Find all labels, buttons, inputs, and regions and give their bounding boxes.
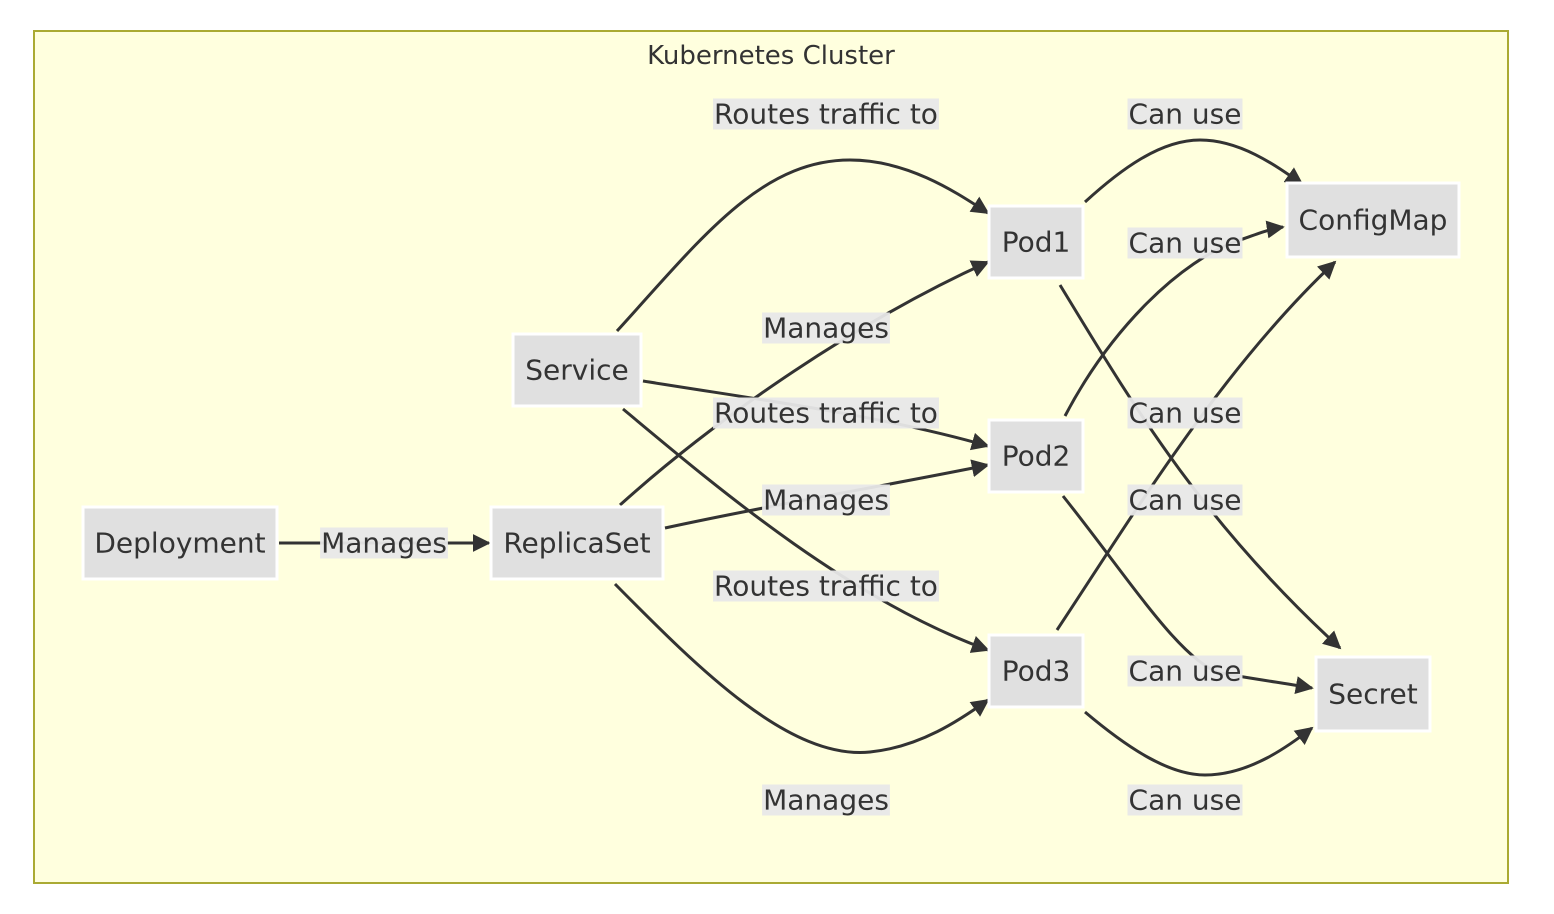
node-box-secret <box>1314 655 1432 733</box>
svg-text:Can use: Can use <box>1129 227 1242 260</box>
svg-text:Routes traffic to: Routes traffic to <box>714 98 938 131</box>
node-replicaset[interactable]: ReplicaSet <box>489 505 665 581</box>
node-label-pod3: Pod3 <box>1002 655 1071 688</box>
node-box-deployment <box>81 505 279 581</box>
edge-service-to-pod1 <box>615 158 990 333</box>
edge-label-pod2-to-secret: Can use <box>1127 655 1243 688</box>
svg-text:Can use: Can use <box>1129 98 1242 131</box>
edge-label-service-to-pod2: Routes traffic to <box>713 397 939 430</box>
edge-pod3-to-secret <box>1084 710 1314 777</box>
node-label-secret: Secret <box>1328 678 1418 711</box>
edge-label-replicaset-to-pod1: Manages <box>762 312 890 345</box>
svg-text:Manages: Manages <box>763 312 889 345</box>
node-label-pod1: Pod1 <box>1002 226 1071 259</box>
node-box-replicaset <box>489 505 665 581</box>
node-label-service: Service <box>525 354 628 387</box>
edge-label-deployment-to-replicaset: Manages <box>320 527 448 560</box>
edge-replicaset-to-pod1 <box>618 260 990 507</box>
cluster-box <box>33 30 1509 884</box>
edge-pod2-to-configmap <box>1063 220 1285 417</box>
edge-pod1-to-configmap <box>1083 138 1304 204</box>
svg-text:Can use: Can use <box>1129 655 1242 688</box>
svg-text:Can use: Can use <box>1129 784 1242 817</box>
node-secret[interactable]: Secret <box>1314 655 1432 733</box>
svg-text:Can use: Can use <box>1129 484 1242 517</box>
node-pod1[interactable]: Pod1 <box>987 204 1085 280</box>
node-box-configmap <box>1285 181 1461 259</box>
edge-label-replicaset-to-pod2: Manages <box>762 484 890 517</box>
edge-label-pod1-to-secret: Can use <box>1127 397 1243 430</box>
node-pod2[interactable]: Pod2 <box>987 418 1085 494</box>
edge-label-replicaset-to-pod3: Manages <box>762 784 890 817</box>
node-label-pod2: Pod2 <box>1002 440 1071 473</box>
node-box-pod2 <box>987 418 1085 494</box>
edge-pod3-to-configmap <box>1055 260 1337 631</box>
edge-label-pod3-to-secret: Can use <box>1127 784 1243 817</box>
node-deployment[interactable]: Deployment <box>81 505 279 581</box>
edge-label-service-to-pod3: Routes traffic to <box>713 570 939 603</box>
node-service[interactable]: Service <box>511 332 643 408</box>
svg-text:Manages: Manages <box>763 784 889 817</box>
edge-replicaset-to-pod3 <box>613 582 990 754</box>
svg-text:Routes traffic to: Routes traffic to <box>714 397 938 430</box>
edge-pod1-to-secret <box>1058 284 1342 650</box>
cluster-title: Kubernetes Cluster <box>647 41 895 71</box>
edge-label-service-to-pod1: Routes traffic to <box>713 98 939 131</box>
node-box-pod1 <box>987 204 1085 280</box>
edge-service-to-pod3 <box>622 407 990 653</box>
svg-text:Manages: Manages <box>763 484 889 517</box>
node-pod3[interactable]: Pod3 <box>987 633 1085 709</box>
node-label-replicaset: ReplicaSet <box>503 527 650 560</box>
svg-text:Routes traffic to: Routes traffic to <box>714 570 938 603</box>
node-box-pod3 <box>987 633 1085 709</box>
svg-text:Can use: Can use <box>1129 397 1242 430</box>
svg-text:Manages: Manages <box>321 527 447 560</box>
edge-label-pod1-to-configmap: Can use <box>1127 98 1243 131</box>
node-label-configmap: ConfigMap <box>1299 204 1448 237</box>
node-box-service <box>511 332 643 408</box>
node-label-deployment: Deployment <box>94 527 265 560</box>
node-configmap[interactable]: ConfigMap <box>1285 181 1461 259</box>
edge-label-pod2-to-configmap: Can use <box>1127 227 1243 260</box>
edge-label-pod3-to-configmap: Can use <box>1127 484 1243 517</box>
